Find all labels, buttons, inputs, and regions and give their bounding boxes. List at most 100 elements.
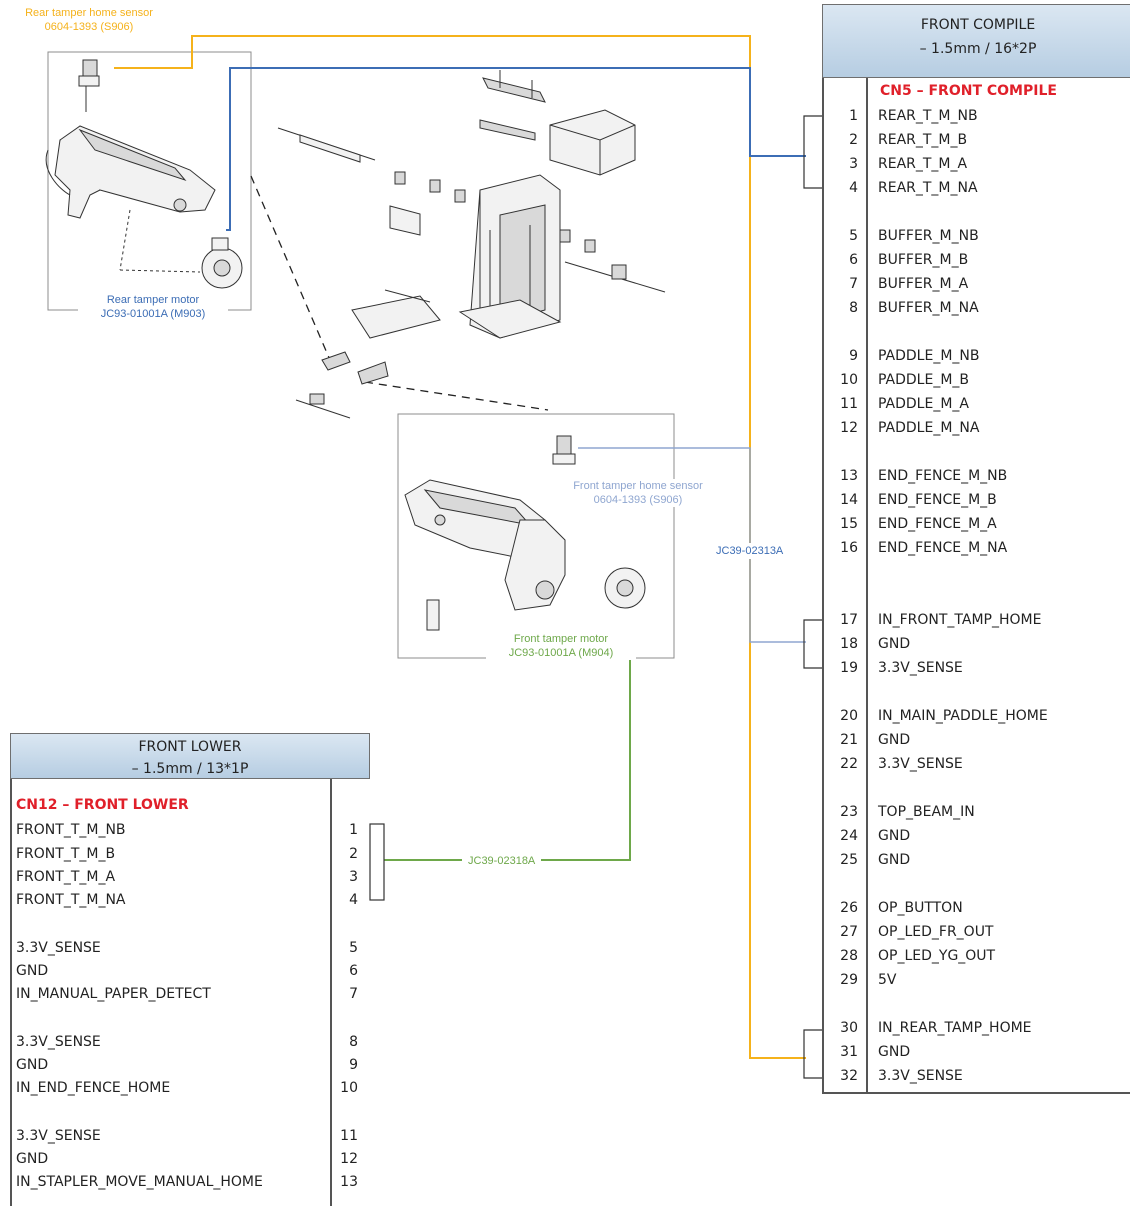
- rear-motor-part: JC93-01001A (M903): [100, 308, 206, 320]
- compile-pin-number: 23: [840, 804, 858, 820]
- lower-pin-name: FRONT_T_M_NB: [16, 822, 126, 838]
- compile-pin-number: 11: [840, 396, 858, 412]
- lower-pin-name: FRONT_T_M_B: [16, 846, 116, 862]
- compile-pin-name: OP_LED_YG_OUT: [878, 948, 996, 964]
- lower-pin-number: 9: [349, 1057, 358, 1073]
- compile-pin-name: REAR_T_M_NB: [878, 108, 978, 124]
- front-lower-body: [10, 779, 332, 1206]
- compile-pin-number: 3: [849, 156, 858, 172]
- front-sensor-name: Front tamper home sensor: [573, 480, 703, 492]
- compile-pin-name: BUFFER_M_NA: [878, 300, 979, 316]
- compile-pin-number: 20: [840, 708, 858, 724]
- compile-pin-name: END_FENCE_M_NB: [878, 468, 1008, 484]
- compile-pin-number: 1: [849, 108, 858, 124]
- lower-pin-number: 7: [349, 986, 358, 1002]
- compile-pin-number: 27: [840, 924, 858, 940]
- lower-pin-name: GND: [16, 1057, 49, 1073]
- compile-pin-name: REAR_T_M_NA: [878, 180, 978, 196]
- compile-pin-name: REAR_T_M_B: [878, 132, 968, 148]
- compile-pin-name: IN_REAR_TAMP_HOME: [878, 1020, 1032, 1036]
- compile-pin-number: 9: [849, 348, 858, 364]
- lower-pin-name: 3.3V_SENSE: [16, 940, 101, 956]
- compile-pin-name: GND: [878, 1044, 911, 1060]
- compile-pin-number: 21: [840, 732, 858, 748]
- lower-pin-number: 11: [340, 1128, 358, 1144]
- lower-pin-name: GND: [16, 1151, 49, 1167]
- compile-pin-name: 3.3V_SENSE: [878, 1068, 963, 1084]
- compile-pin-name: 3.3V_SENSE: [878, 660, 963, 676]
- rear-motor-name: Rear tamper motor: [106, 294, 200, 306]
- rear-motor-label: Rear tamper motor JC93-01001A (M903): [78, 293, 228, 321]
- compile-pin-name: PADDLE_M_NB: [878, 348, 980, 364]
- compile-pin-name: IN_MAIN_PADDLE_HOME: [878, 708, 1048, 724]
- lower-pin-number: 1: [349, 822, 358, 838]
- front-compile-header: FRONT COMPILE – 1.5mm / 16*2P: [822, 4, 1130, 78]
- compile-pin-number: 7: [849, 276, 858, 292]
- compile-pin-name: GND: [878, 636, 911, 652]
- compile-pin-number: 19: [840, 660, 858, 676]
- front-sensor-label: Front tamper home sensor 0604-1393 (S906…: [564, 479, 712, 507]
- compile-pin-name: OP_BUTTON: [878, 900, 963, 916]
- compile-pin-number: 8: [849, 300, 858, 316]
- front-lower-spec: – 1.5mm / 13*1P: [131, 761, 249, 777]
- compile-pin-name: GND: [878, 828, 911, 844]
- compile-pin-name: GND: [878, 732, 911, 748]
- lower-pin-name: IN_STAPLER_MOVE_MANUAL_HOME: [16, 1174, 263, 1190]
- compile-pin-name: BUFFER_M_A: [878, 276, 969, 292]
- compile-pin-name: PADDLE_M_NA: [878, 420, 980, 436]
- rear-tamper-drawing: [45, 59, 243, 289]
- compile-pin-number: 24: [840, 828, 858, 844]
- cn5-title: CN5 – FRONT COMPILE: [880, 83, 1057, 99]
- compile-pin-number: 15: [840, 516, 858, 532]
- compile-pin-number: 2: [849, 132, 858, 148]
- compile-pin-name: REAR_T_M_A: [878, 156, 968, 172]
- compile-pin-number: 22: [840, 756, 858, 772]
- compile-pin-number: 31: [840, 1044, 858, 1060]
- compile-pin-number: 25: [840, 852, 858, 868]
- compile-pin-name: 3.3V_SENSE: [878, 756, 963, 772]
- front-motor-name: Front tamper motor: [513, 633, 609, 645]
- front-compile-body: [822, 78, 1130, 1094]
- compile-pin-name: END_FENCE_M_A: [878, 516, 997, 532]
- cn12-title: CN12 – FRONT LOWER: [16, 797, 189, 813]
- front-compile-divider: [866, 78, 868, 1094]
- lower-pin-number: 13: [340, 1174, 358, 1190]
- rear-sensor-name: Rear tamper home sensor: [25, 7, 153, 19]
- lower-pin-number: 12: [340, 1151, 358, 1167]
- compile-pin-number: 14: [840, 492, 858, 508]
- lower-pin-name: 3.3V_SENSE: [16, 1034, 101, 1050]
- lower-pin-name: IN_END_FENCE_HOME: [16, 1080, 171, 1096]
- lower-pin-number: 5: [349, 940, 358, 956]
- compile-pin-number: 28: [840, 948, 858, 964]
- compile-pin-number: 6: [849, 252, 858, 268]
- compile-pin-name: TOP_BEAM_IN: [878, 804, 975, 820]
- compile-pin-name: GND: [878, 852, 911, 868]
- compile-pin-name: END_FENCE_M_NA: [878, 540, 1008, 556]
- compile-pin-name: 5V: [878, 972, 897, 988]
- front-compile-title: FRONT COMPILE: [920, 17, 1036, 33]
- lower-pin-name: GND: [16, 963, 49, 979]
- compile-pin-number: 18: [840, 636, 858, 652]
- compile-pin-number: 5: [849, 228, 858, 244]
- wire-label-lower: JC39-02318A: [462, 853, 542, 869]
- compile-pin-number: 26: [840, 900, 858, 916]
- front-sensor-part: 0604-1393 (S906): [593, 494, 683, 506]
- front-lower-title: FRONT LOWER: [138, 739, 242, 755]
- compile-pin-number: 16: [840, 540, 858, 556]
- compile-pin-name: BUFFER_M_B: [878, 252, 969, 268]
- front-compile-spec: – 1.5mm / 16*2P: [919, 41, 1037, 57]
- compile-pin-number: 32: [840, 1068, 858, 1084]
- compile-pin-name: BUFFER_M_NB: [878, 228, 979, 244]
- front-lower-header: FRONT LOWER – 1.5mm / 13*1P: [10, 733, 370, 779]
- compile-pin-number: 17: [840, 612, 858, 628]
- front-tamper-drawing: [404, 435, 646, 631]
- compile-pin-number: 30: [840, 1020, 858, 1036]
- front-motor-part: JC93-01001A (M904): [508, 647, 614, 659]
- lower-pin-name: FRONT_T_M_NA: [16, 892, 126, 908]
- lower-pin-number: 4: [349, 892, 358, 908]
- lower-pin-name: FRONT_T_M_A: [16, 869, 116, 885]
- compile-pin-name: END_FENCE_M_B: [878, 492, 997, 508]
- main-assembly-drawing: [277, 70, 666, 419]
- compile-pin-name: PADDLE_M_A: [878, 396, 969, 412]
